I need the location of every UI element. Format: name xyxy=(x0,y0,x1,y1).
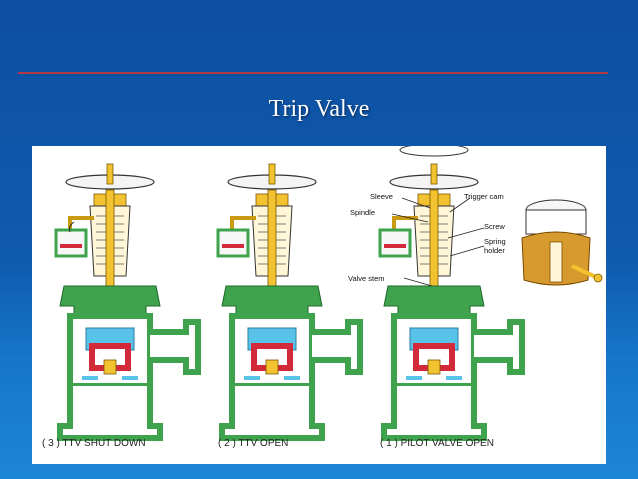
caption-number: ( 1 ) xyxy=(380,438,398,449)
label-holder: holder xyxy=(484,246,505,255)
label-screw: Screw xyxy=(484,222,505,231)
trip-valve-figure: Sleeve Trigger cam Spindle Screw Spring … xyxy=(32,146,606,464)
trip-valve-diagram xyxy=(32,146,603,464)
caption-number: ( 2 ) xyxy=(218,438,236,449)
caption-ttv-shut-down: ( 3 ) TTV SHUT DOWN xyxy=(42,438,146,449)
label-sleeve: Sleeve xyxy=(370,192,393,201)
caption-text: TTV OPEN xyxy=(238,438,289,449)
label-trigger-cam: Trigger cam xyxy=(464,192,504,201)
label-valve-stem: Valve stem xyxy=(348,274,385,283)
label-spindle: Spindle xyxy=(350,208,376,217)
slide-title: Trip Valve xyxy=(268,96,370,122)
caption-text: PILOT VALVE OPEN xyxy=(400,438,494,449)
caption-number: ( 3 ) xyxy=(42,438,60,449)
label-spring: Spring xyxy=(484,237,506,246)
title-divider xyxy=(18,72,608,74)
caption-text: TTV SHUT DOWN xyxy=(62,438,146,449)
caption-pilot-valve-open: ( 1 ) PILOT VALVE OPEN xyxy=(380,438,494,449)
caption-ttv-open: ( 2 ) TTV OPEN xyxy=(218,438,288,449)
